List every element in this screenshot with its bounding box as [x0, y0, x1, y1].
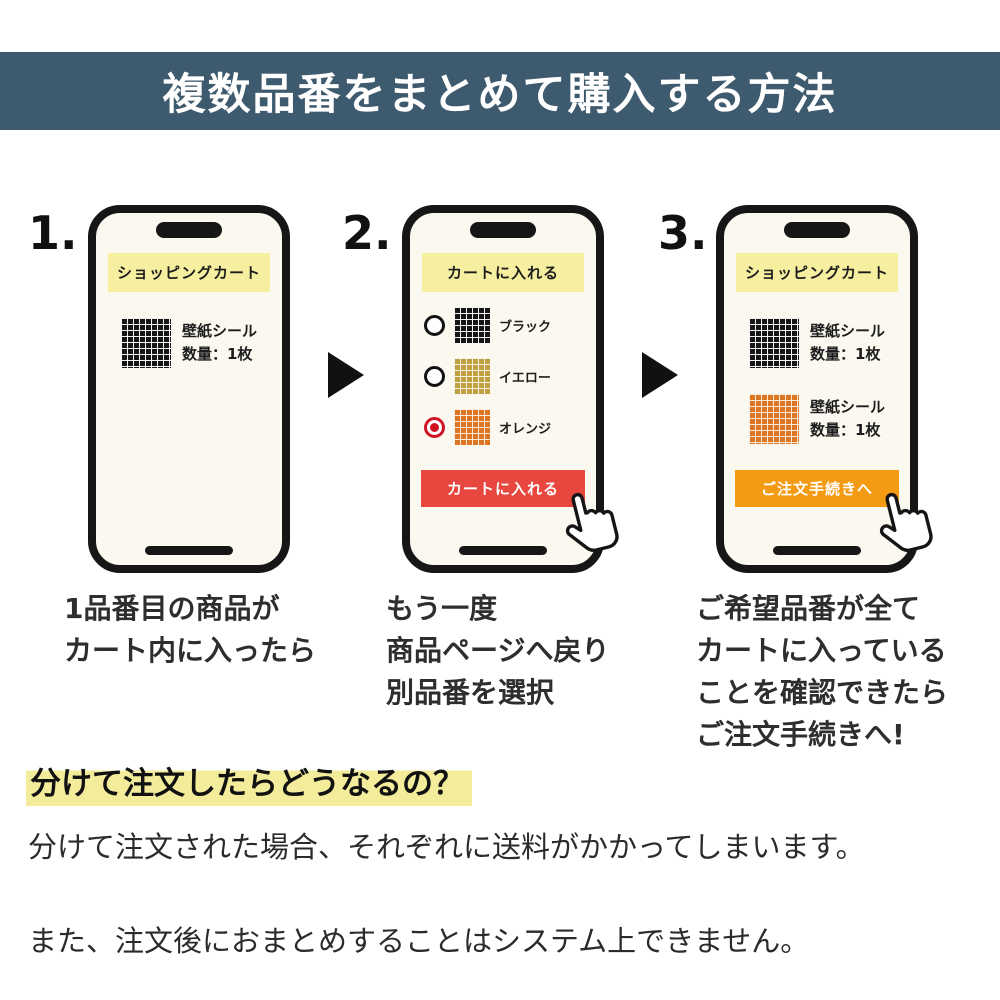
arrow-right-icon — [328, 352, 364, 398]
radio-orange-selected[interactable] — [424, 416, 445, 438]
product-quantity: 数量：1枚 — [809, 345, 881, 363]
hand-cursor-icon — [865, 480, 945, 565]
product-name: 壁紙シール — [809, 321, 885, 340]
footer-body-line-1: 分けて注文された場合、それぞれに送料がかかってしまいます。 — [28, 830, 865, 864]
radio-black[interactable] — [424, 314, 445, 336]
product-quantity: 数量：1枚 — [181, 345, 253, 363]
home-indicator — [145, 546, 233, 555]
footer-body: 分けて注文された場合、それぞれに送料がかかってしまいます。 また、注文後におまと… — [28, 824, 865, 965]
home-indicator — [773, 546, 861, 555]
step-1-number: 1. — [28, 206, 78, 260]
tile-swatch-black — [454, 307, 490, 343]
phone-notch — [784, 222, 850, 238]
cart-item: 壁紙シール 数量：1枚 — [724, 394, 910, 444]
cart-header: ショッピングカート — [108, 253, 270, 292]
phone-notch — [156, 222, 222, 238]
add-to-cart-header: カートに入れる — [422, 253, 584, 292]
product-quantity: 数量：1枚 — [809, 421, 881, 439]
banner-title: 複数品番をまとめて購入する方法 — [162, 70, 838, 120]
phone-step-3: ショッピングカート 壁紙シール 数量：1枚 壁紙シール 数量：1枚 ご注文手続き… — [716, 205, 933, 573]
option-label: オレンジ — [499, 421, 552, 437]
cart-item: 壁紙シール 数量：1枚 — [724, 318, 910, 368]
step-3-caption: ご希望品番が全て カートに入っている ことを確認できたら ご注文手続きへ! — [696, 592, 949, 751]
option-label: イエロー — [499, 370, 551, 386]
radio-yellow[interactable] — [424, 365, 445, 387]
tile-swatch-black — [748, 318, 799, 368]
tile-swatch-yellow — [454, 358, 490, 394]
step-2-caption: もう一度 商品ページへ戻り 別品番を選択 — [386, 592, 610, 709]
step-1-caption: 1品番目の商品が カート内に入ったら — [64, 592, 317, 667]
footer-heading: 分けて注文したらどうなるの？ — [26, 758, 472, 806]
color-option-black: ブラック — [424, 307, 596, 343]
phone-step-1: ショッピングカート 壁紙シール 数量：1枚 — [88, 205, 290, 573]
phone-step-2: カートに入れる ブラック イエロー オレンジ カートに入れる — [402, 205, 619, 573]
hand-cursor-icon — [551, 480, 631, 565]
option-label: ブラック — [499, 319, 552, 335]
step-3-number: 3. — [658, 206, 708, 260]
tile-swatch-orange — [748, 394, 799, 444]
footer-body-line-2: また、注文後におまとめすることはシステム上できません。 — [28, 923, 810, 958]
color-option-yellow: イエロー — [424, 358, 596, 394]
home-indicator — [459, 546, 547, 555]
step-2-number: 2. — [342, 206, 392, 260]
cart-header: ショッピングカート — [736, 253, 898, 292]
tile-swatch-black — [120, 318, 171, 368]
product-name: 壁紙シール — [809, 397, 885, 416]
checkout-button[interactable]: ご注文手続きへ — [735, 470, 899, 507]
highlighted-heading-text: 分けて注文したらどうなるの？ — [26, 764, 472, 806]
color-option-orange: オレンジ — [424, 409, 596, 445]
add-to-cart-button[interactable]: カートに入れる — [421, 470, 585, 507]
phone-notch — [470, 222, 536, 238]
arrow-right-icon — [642, 352, 678, 398]
cart-item: 壁紙シール 数量：1枚 — [96, 318, 282, 368]
product-name: 壁紙シール — [181, 321, 257, 340]
tile-swatch-orange — [454, 409, 490, 445]
banner: 複数品番をまとめて購入する方法 — [0, 52, 1000, 130]
